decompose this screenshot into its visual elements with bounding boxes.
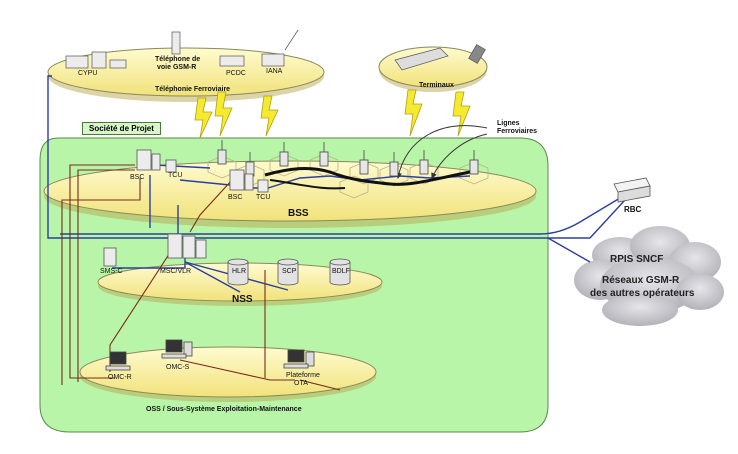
rail-line-arrow-2 [431, 133, 488, 179]
ota-label-1: Plateforme [286, 372, 320, 379]
terminals-devices [394, 44, 486, 71]
msc-label: MSC/VLR [160, 268, 192, 275]
operators-cloud [574, 226, 724, 326]
cypu-label: CYPU [78, 70, 98, 77]
rail-lines-label: Lignes Ferroviaires [497, 120, 543, 136]
telephony-equipment [65, 29, 299, 69]
tcu2-label: TCU [256, 194, 271, 201]
gsmr-networks-label-1: Réseaux GSM-R [602, 275, 680, 286]
bsc-cabinets [136, 149, 269, 193]
hlr-label: HLR [232, 268, 247, 275]
omcr-label: OMC-R [108, 374, 132, 381]
brown-links [61, 164, 341, 391]
scp-label: SCP [282, 268, 297, 275]
msc-server [167, 233, 207, 259]
gsmr-phone-label-1: Téléphone de [155, 56, 201, 63]
bss-label: BSS [288, 208, 309, 219]
rail-track [264, 166, 471, 186]
rpis-label: RPIS SNCF [610, 254, 664, 265]
terminals-label: Terminaux [419, 82, 454, 89]
gsmr-phone-label-2: voie GSM-R [157, 64, 197, 71]
oss-label: OSS / Sous-Système Exploitation-Maintena… [146, 406, 302, 413]
rail-line-arrow-1 [395, 125, 488, 179]
omcs-label: OMC-S [166, 364, 190, 371]
smsc-server [103, 247, 117, 267]
bsc1-label: BSC [130, 174, 145, 181]
databases [227, 258, 351, 286]
project-badge: Société de Projet [82, 122, 161, 135]
rbc-label: RBC [624, 205, 642, 214]
pcdc-label: PCDC [226, 70, 246, 77]
rail-lines-text: Lignes Ferroviaires [497, 120, 538, 135]
oss-workstations [105, 339, 315, 371]
smsc-label: SMS-C [100, 268, 123, 275]
ota-label-2: OTA [294, 380, 308, 387]
bdlf-label: BDLF [332, 268, 350, 275]
rbc-box [613, 177, 651, 203]
bsc2-label: BSC [228, 194, 243, 201]
tcu1-label: TCU [168, 172, 183, 179]
bts-antennas [217, 140, 479, 177]
radio-bolts [194, 89, 471, 139]
gsmr-networks-label-2: des autres opérateurs [590, 288, 695, 299]
iana-label: IANA [266, 68, 283, 75]
telephony-label: Téléphonie Ferroviaire [155, 86, 231, 93]
nss-label: NSS [232, 294, 253, 305]
